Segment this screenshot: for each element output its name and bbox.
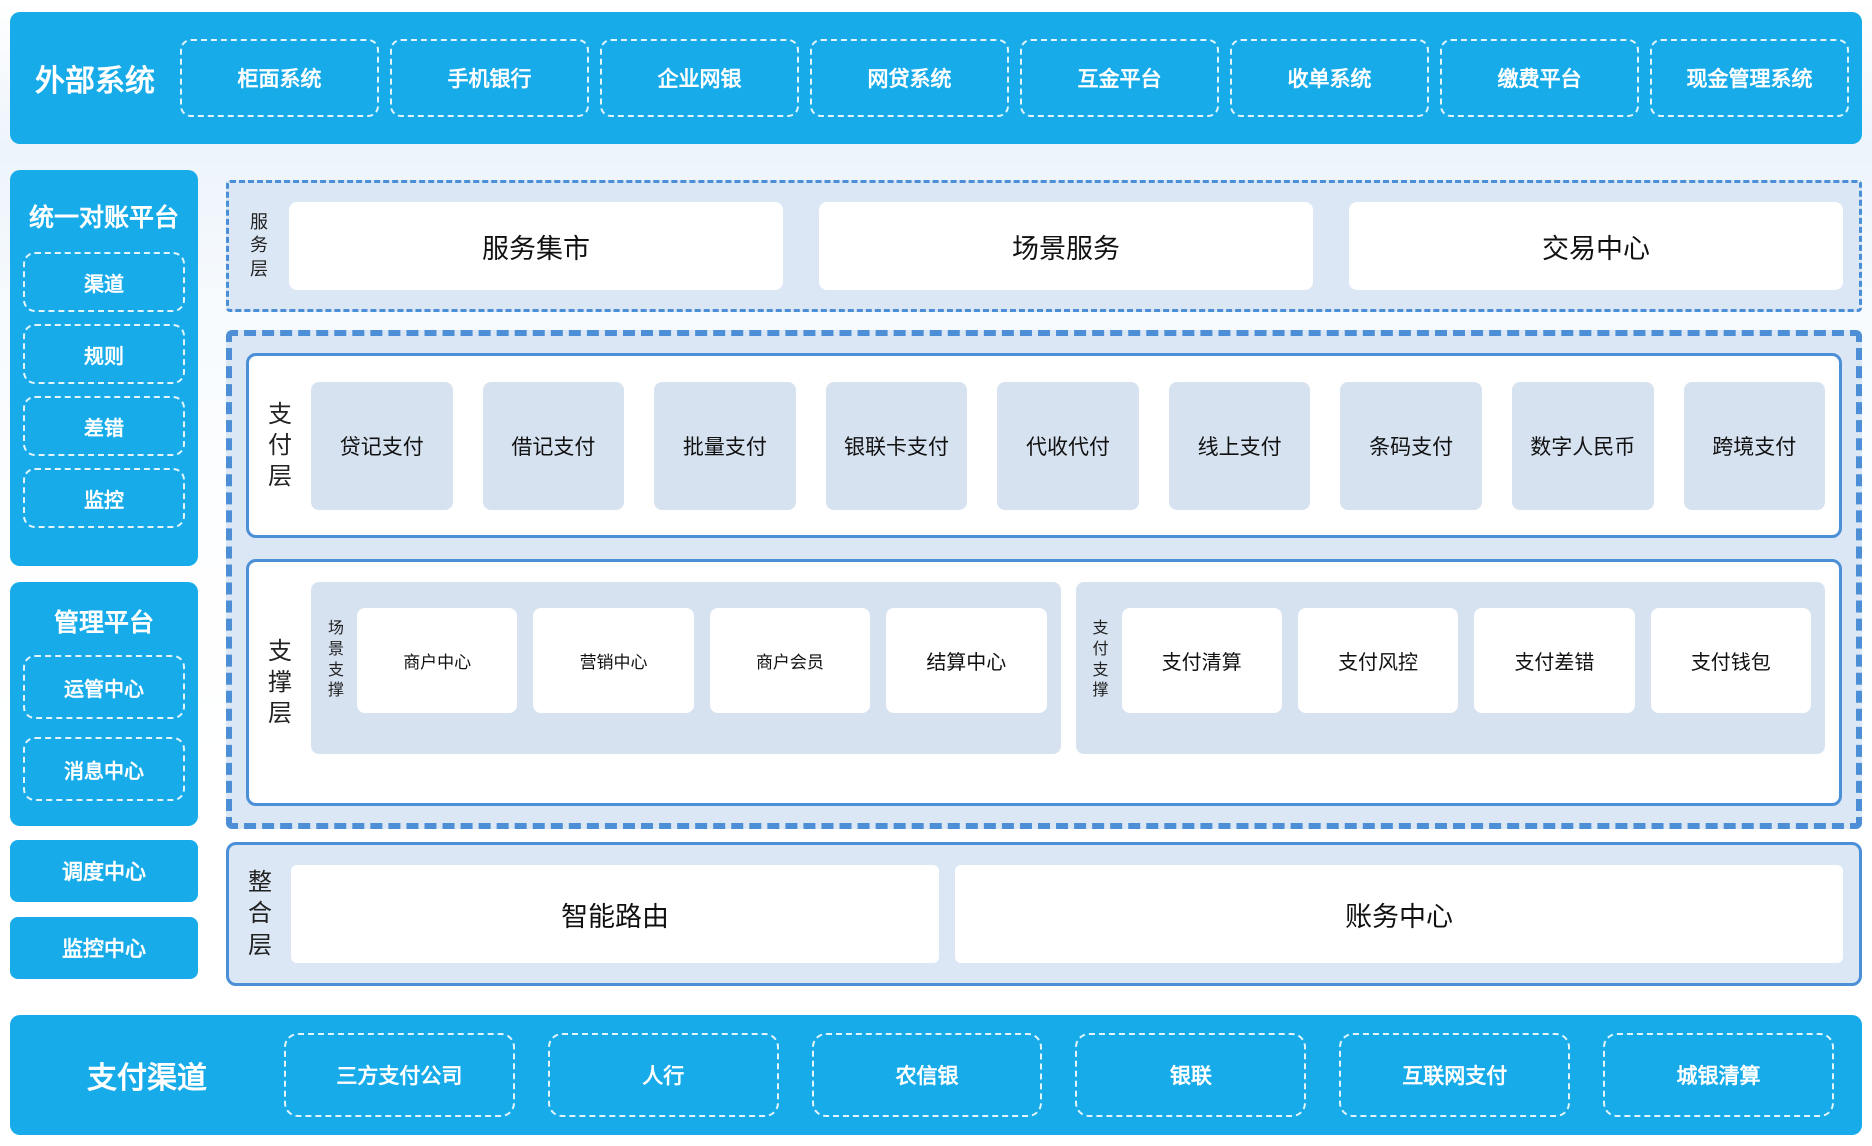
- left-sidebar: 统一对账平台 渠道 规则 差错 监控 管理平台: [10, 144, 198, 986]
- payment-node: 线上支付: [1168, 381, 1311, 510]
- dispatch-center-box: 调度中心: [10, 840, 198, 902]
- integration-node-smart-routing: 智能路由: [291, 865, 940, 963]
- service-node: 场景服务: [819, 202, 1313, 290]
- external-systems-items: 柜面系统 手机银行 企业网银 网贷系统 互金平台 收单系统 缴费平台 现金管理系…: [180, 39, 1849, 117]
- management-items: 运管中心 消息中心: [23, 655, 185, 801]
- integration-layer-items: 智能路由 账务中心: [291, 865, 1843, 963]
- payment-channel-node: 城银清算: [1603, 1033, 1834, 1117]
- service-layer-section: 服务层 服务集市 场景服务 交易中心: [226, 180, 1862, 312]
- payment-channel-node: 农信银: [811, 1033, 1043, 1117]
- reconciliation-node: 差错: [23, 396, 185, 456]
- reconciliation-items: 渠道 规则 差错 监控: [23, 252, 185, 528]
- middle-region: 统一对账平台 渠道 规则 差错 监控 管理平台: [10, 144, 1862, 986]
- payment-channels-items: 三方支付公司 人行 农信银 银联 互联网支付 城银清算: [284, 1033, 1834, 1117]
- monitoring-center-box: 监控中心: [10, 917, 198, 979]
- scene-support-label: 场景支撑: [327, 619, 344, 700]
- external-system-node: 网贷系统: [810, 39, 1009, 117]
- payment-channel-node: 人行: [547, 1033, 779, 1117]
- integration-layer-label: 整合层: [248, 869, 272, 959]
- scene-support-node: 商户中心: [357, 608, 518, 713]
- reconciliation-node: 渠道: [23, 252, 185, 312]
- payment-layer-section: 支付层 贷记支付 借记支付 批量支付 银联卡支付 代收代付: [246, 353, 1842, 538]
- external-system-node: 柜面系统: [180, 39, 379, 117]
- scene-support-node: 营销中心: [533, 608, 694, 713]
- management-node: 消息中心: [23, 737, 185, 801]
- payment-channel-node: 互联网支付: [1339, 1033, 1571, 1117]
- payment-layer-items: 贷记支付 借记支付 批量支付 银联卡支付 代收代付 线上支付 条码支付: [311, 381, 1826, 510]
- support-layer-groups: 场景支撑 商户中心 营销中心 商户会员 结算中心: [311, 574, 1825, 791]
- external-system-node: 互金平台: [1020, 39, 1219, 117]
- reconciliation-platform-title: 统一对账平台: [28, 204, 179, 232]
- scene-support-group: 场景支撑 商户中心 营销中心 商户会员 结算中心: [311, 582, 1061, 754]
- support-layer-label: 支撑层: [268, 637, 292, 728]
- payment-support-node: 支付清算: [1121, 608, 1282, 713]
- payment-support-group: 支付支撑 支付清算 支付风控 支付差错 支付钱包: [1075, 582, 1825, 754]
- scene-support-node: 结算中心: [886, 608, 1047, 713]
- service-layer-items: 服务集市 场景服务 交易中心: [289, 202, 1843, 290]
- payment-node: 条码支付: [1340, 381, 1482, 510]
- external-system-node: 收单系统: [1230, 39, 1429, 117]
- payment-channel-node: 银联: [1075, 1033, 1307, 1117]
- payment-node: 数字人民币: [1511, 381, 1654, 510]
- service-node: 交易中心: [1349, 202, 1843, 290]
- payment-support-node: 支付差错: [1474, 608, 1635, 713]
- external-systems-bar: 外部系统 柜面系统 手机银行 企业网银 网贷系统 互金平台 收单系统 缴费平台 …: [10, 12, 1862, 144]
- management-platform-panel: 管理平台 运管中心 消息中心: [10, 582, 198, 826]
- reconciliation-platform-panel: 统一对账平台 渠道 规则 差错 监控: [10, 170, 198, 566]
- payment-support-node: 支付钱包: [1650, 608, 1811, 713]
- payment-node: 借记支付: [482, 381, 625, 510]
- external-system-node: 手机银行: [390, 39, 589, 117]
- payment-channels-bar: 支付渠道 三方支付公司 人行 农信银 银联 互联网支付 城银清算: [10, 1015, 1862, 1135]
- reconciliation-node: 规则: [23, 324, 185, 384]
- payment-channels-label: 支付渠道: [87, 1062, 207, 1095]
- external-system-node: 缴费平台: [1440, 39, 1639, 117]
- management-platform-title: 管理平台: [53, 609, 154, 637]
- main-architecture: 服务层 服务集市 场景服务 交易中心 支付层: [226, 144, 1862, 986]
- service-layer-label: 服务层: [250, 211, 268, 279]
- scene-support-items: 商户中心 营销中心 商户会员 结算中心: [357, 608, 1047, 713]
- payment-node: 贷记支付: [311, 381, 453, 510]
- payment-layer-label: 支付层: [268, 400, 292, 491]
- payment-support-items: 支付清算 支付风控 支付差错 支付钱包: [1121, 608, 1811, 713]
- external-system-node: 企业网银: [600, 39, 799, 117]
- integration-layer-section: 整合层 智能路由 账务中心: [226, 842, 1862, 986]
- service-node: 服务集市: [289, 202, 783, 290]
- payment-node: 银联卡支付: [825, 381, 968, 510]
- payment-channel-node: 三方支付公司: [284, 1033, 515, 1117]
- reconciliation-node: 监控: [23, 468, 185, 528]
- payment-support-node: 支付风控: [1297, 608, 1459, 713]
- payment-node: 批量支付: [654, 381, 796, 510]
- support-layer-section: 支撑层 场景支撑 商户中心 营销中心 商户会员: [246, 559, 1842, 806]
- payment-node: 跨境支付: [1683, 381, 1826, 510]
- payment-support-label: 支付支撑: [1092, 619, 1109, 700]
- integration-node-accounting-center: 账务中心: [955, 865, 1843, 963]
- payment-node: 代收代付: [997, 381, 1139, 510]
- external-system-node: 现金管理系统: [1650, 39, 1849, 117]
- core-layers-container: 支付层 贷记支付 借记支付 批量支付 银联卡支付 代收代付: [226, 330, 1862, 829]
- external-systems-label: 外部系统: [35, 65, 155, 98]
- scene-support-node: 商户会员: [709, 608, 871, 713]
- management-node: 运管中心: [23, 655, 185, 719]
